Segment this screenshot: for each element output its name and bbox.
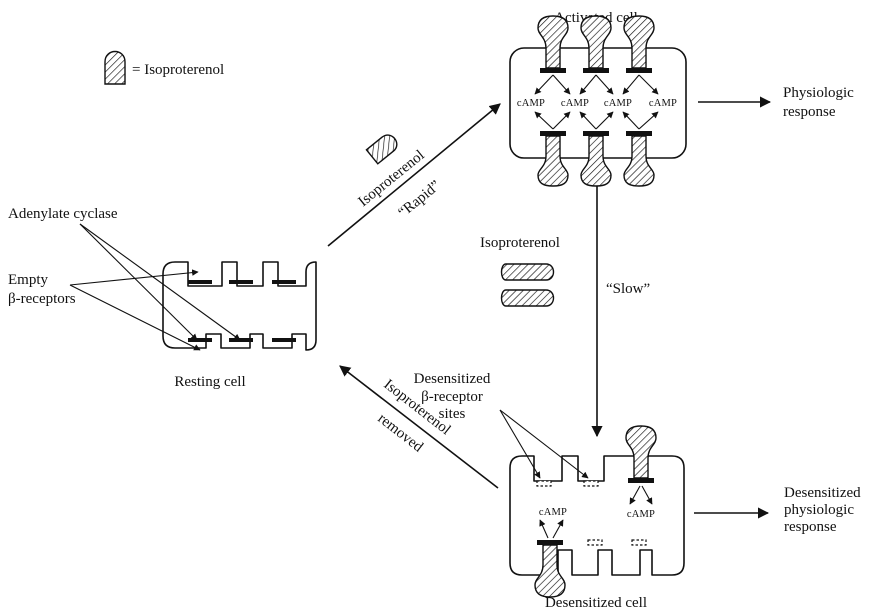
- desensitized-cell-membrane: [510, 456, 684, 575]
- camp-label: cAMP: [539, 507, 567, 518]
- desensitized-sites-label: β-receptor: [421, 389, 483, 405]
- adenylate-cyclase-label: Adenylate cyclase: [8, 206, 118, 222]
- desensitized-response-label: physiologic: [784, 502, 854, 518]
- resting-adenylate-bar: [272, 280, 296, 284]
- resting-receptor-bar: [272, 338, 296, 342]
- desensitized-site-top: [537, 481, 551, 486]
- desensitized-cell: cAMP cAMP Desensitized cell: [510, 426, 684, 611]
- camp-label: cAMP: [561, 98, 589, 109]
- resting-adenylate-bar: [188, 280, 212, 284]
- camp-label: cAMP: [604, 98, 632, 109]
- rapid-activation-arrow: [328, 104, 500, 246]
- camp-label: cAMP: [627, 509, 655, 520]
- slow-drug-icon: [502, 264, 554, 306]
- empty-receptors-label: β-receptors: [8, 291, 76, 307]
- desensitized-response-label: Desensitized: [784, 485, 861, 501]
- slow-label: “Slow”: [606, 281, 650, 297]
- rapid-drug-icon: [366, 132, 400, 164]
- legend-text: = Isoproterenol: [132, 62, 224, 78]
- legend: = Isoproterenol: [105, 52, 224, 85]
- camp-label: cAMP: [517, 98, 545, 109]
- desensitized-site-bottom: [632, 540, 646, 545]
- desensitized-site-bottom: [588, 540, 602, 545]
- slow-drug-label: Isoproterenol: [480, 235, 560, 251]
- resting-receptor-bar: [188, 338, 212, 342]
- empty-receptors-label: Empty: [8, 272, 48, 288]
- desensitized-cell-label: Desensitized cell: [545, 595, 647, 611]
- resting-cell: Resting cell: [163, 262, 316, 390]
- resting-receptor-bar: [229, 338, 253, 342]
- physiologic-response-label: Physiologic: [783, 85, 854, 101]
- physiologic-response-label: response: [783, 104, 836, 120]
- resting-cell-label: Resting cell: [174, 374, 245, 390]
- desensitized-site-top: [584, 481, 598, 486]
- camp-label: cAMP: [649, 98, 677, 109]
- activated-cell: Activated cell cAMP cAMP c: [510, 10, 686, 186]
- desensitized-sites-label: Desensitized: [414, 371, 491, 387]
- resting-cell-membrane: [163, 262, 316, 350]
- resting-adenylate-bar: [229, 280, 253, 284]
- desensitized-response-label: response: [784, 519, 837, 535]
- hatched-capsule-icon: [105, 52, 125, 85]
